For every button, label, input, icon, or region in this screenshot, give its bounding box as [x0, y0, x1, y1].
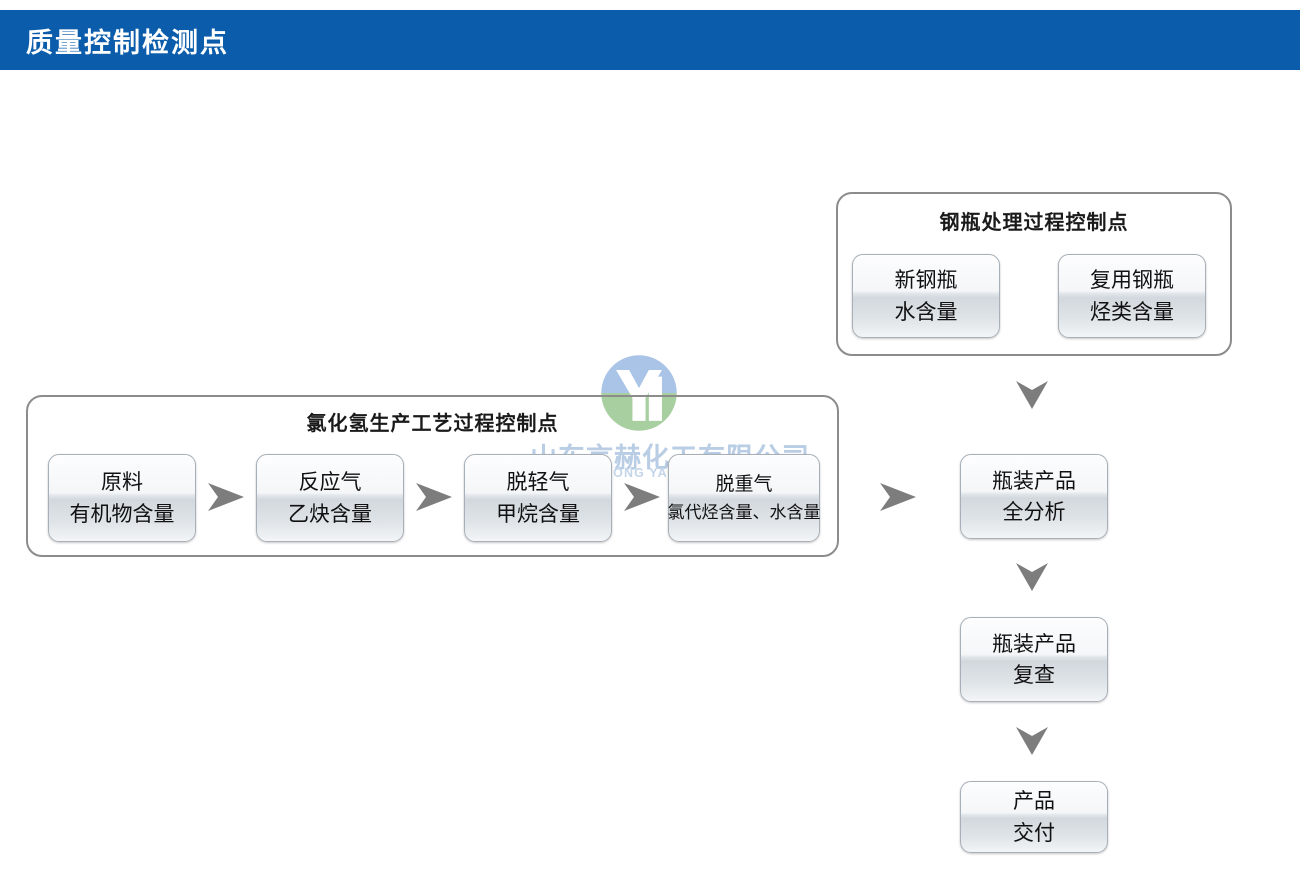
node-reaction-gas-title: 反应气 — [298, 470, 362, 495]
node-bottled-product-recheck[interactable]: 瓶装产品 复查 — [960, 617, 1108, 702]
node-light-gas-removal[interactable]: 脱轻气 甲烷含量 — [464, 454, 612, 542]
node-raw-material-metric: 有机物含量 — [69, 501, 175, 526]
node-reaction-gas-metric: 乙炔含量 — [288, 501, 372, 526]
node-raw-material-title: 原料 — [101, 470, 143, 495]
arrow-right-chevron-icon — [413, 478, 455, 516]
node-product-delivery[interactable]: 产品 交付 — [960, 781, 1108, 853]
node-new-cylinder-title: 新钢瓶 — [894, 268, 958, 293]
node-new-cylinder[interactable]: 新钢瓶 水含量 — [852, 254, 1000, 338]
cylinder-group-title: 钢瓶处理过程控制点 — [939, 212, 1129, 234]
node-reuse-cylinder-title: 复用钢瓶 — [1090, 268, 1174, 293]
arrow-right-chevron-icon — [877, 478, 919, 516]
page-header-banner: 质量控制检测点 — [0, 10, 1300, 70]
page-title: 质量控制检测点 — [26, 27, 229, 58]
node-reaction-gas[interactable]: 反应气 乙炔含量 — [256, 454, 404, 542]
node-heavy-gas-removal-metric: 氯代烃含量、水含量 — [667, 502, 821, 522]
node-heavy-gas-removal[interactable]: 脱重气 氯代烃含量、水含量 — [667, 454, 821, 542]
arrow-right-chevron-icon — [205, 478, 247, 516]
node-reuse-cylinder-metric: 烃类含量 — [1090, 299, 1174, 324]
node-bottled-full-title: 瓶装产品 — [992, 468, 1076, 493]
node-reuse-cylinder[interactable]: 复用钢瓶 烃类含量 — [1058, 254, 1206, 338]
process-group-title: 氯化氢生产工艺过程控制点 — [306, 413, 559, 435]
node-light-gas-removal-title: 脱轻气 — [506, 470, 570, 495]
hcl-production-process-group: 氯化氢生产工艺过程控制点 — [26, 395, 839, 557]
node-bottled-recheck-metric: 复查 — [1013, 663, 1055, 687]
node-bottled-full-metric: 全分析 — [1002, 500, 1066, 524]
node-new-cylinder-metric: 水含量 — [894, 299, 958, 324]
cylinder-process-group: 钢瓶处理过程控制点 — [836, 192, 1232, 356]
node-bottled-product-full-analysis[interactable]: 瓶装产品 全分析 — [960, 454, 1108, 539]
node-raw-material[interactable]: 原料 有机物含量 — [48, 454, 196, 542]
node-delivery-title: 产品 — [1013, 789, 1055, 814]
arrow-down-chevron-icon — [1010, 560, 1054, 594]
node-delivery-metric: 交付 — [1013, 820, 1055, 845]
node-heavy-gas-removal-title: 脱重气 — [715, 473, 773, 495]
arrow-right-chevron-icon — [621, 478, 663, 516]
node-bottled-recheck-title: 瓶装产品 — [992, 631, 1076, 656]
arrow-down-chevron-icon — [1010, 378, 1054, 412]
node-light-gas-removal-metric: 甲烷含量 — [496, 501, 580, 526]
arrow-down-chevron-icon — [1010, 724, 1054, 758]
